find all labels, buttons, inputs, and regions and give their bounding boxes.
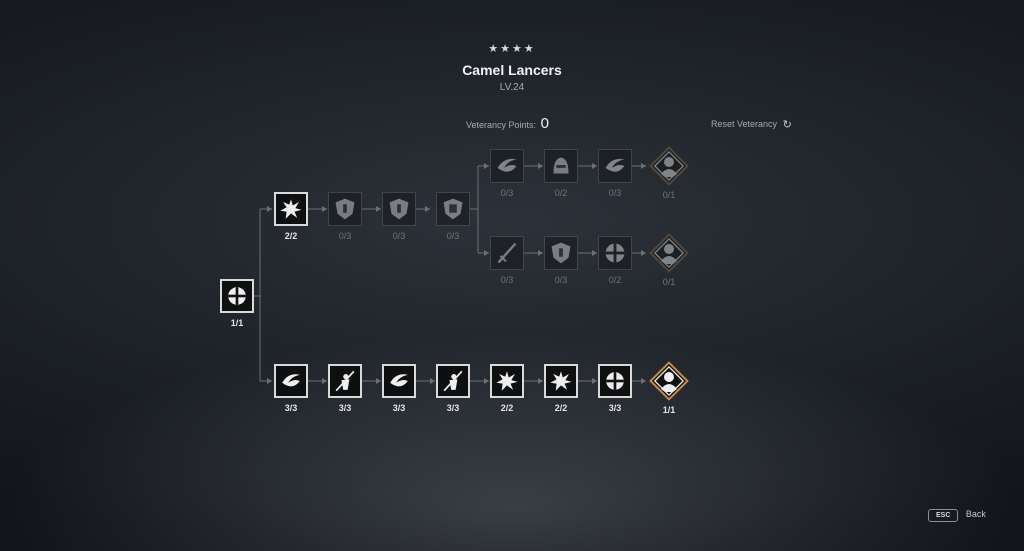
esc-key-icon: ESC <box>928 509 959 522</box>
upper-node-1[interactable] <box>274 192 308 226</box>
veterancy-points-label: Veterancy Points: <box>466 120 537 130</box>
upper-node-2-count: 0/3 <box>338 231 352 241</box>
lower-node-4[interactable] <box>436 364 470 398</box>
swirl-icon <box>384 366 414 396</box>
reset-veterancy-label: Reset Veterancy <box>711 119 778 129</box>
lower-node-5[interactable] <box>490 364 524 398</box>
shield-emblem-icon <box>383 193 415 225</box>
lower-node-2-count: 3/3 <box>338 403 352 413</box>
lower-node-3-count: 3/3 <box>392 403 406 413</box>
lower-node-7[interactable] <box>598 364 632 398</box>
branch-b-node-3[interactable] <box>598 236 632 270</box>
branch-b-node-3-count: 0/2 <box>608 275 622 285</box>
lower-node-7-count: 3/3 <box>608 403 622 413</box>
burst-icon <box>546 366 576 396</box>
upper-node-4[interactable] <box>436 192 470 226</box>
burst-icon <box>276 194 306 224</box>
upper-node-4-count: 0/3 <box>446 231 460 241</box>
lower-node-1[interactable] <box>274 364 308 398</box>
shield-emblem-icon <box>329 193 361 225</box>
branch-a-node-3[interactable] <box>598 149 632 183</box>
lower-node-2[interactable] <box>328 364 362 398</box>
back-button[interactable]: ESC Back <box>928 509 986 522</box>
branch-b-node-1[interactable] <box>490 236 524 270</box>
swirl-icon <box>491 150 523 182</box>
upper-node-2[interactable] <box>328 192 362 226</box>
cross-shield-icon <box>222 281 252 311</box>
helmet-icon <box>545 150 577 182</box>
swirl-icon <box>276 366 306 396</box>
branch-a-node-4-count: 0/1 <box>662 190 676 200</box>
lancer-icon <box>438 366 468 396</box>
back-label: Back <box>965 509 986 519</box>
swirl-icon <box>599 150 631 182</box>
unit-level: LV.24 <box>499 82 525 93</box>
elite-emblem-icon <box>647 144 691 188</box>
root-node-1[interactable] <box>220 279 254 313</box>
branch-b-node-4-count: 0/1 <box>662 277 676 287</box>
branch-a-node-1-count: 0/3 <box>500 188 514 198</box>
lancer-icon <box>330 366 360 396</box>
branch-a-node-3-count: 0/3 <box>608 188 622 198</box>
lower-node-4-count: 3/3 <box>446 403 460 413</box>
unit-name: Camel Lancers <box>462 62 562 78</box>
burst-icon <box>492 366 522 396</box>
lower-node-1-count: 3/3 <box>284 403 298 413</box>
reset-icon: ↻ <box>782 119 792 131</box>
elite-emblem-icon <box>647 359 691 403</box>
upper-node-1-count: 2/2 <box>284 231 298 241</box>
upper-node-3-count: 0/3 <box>392 231 406 241</box>
unit-rarity-stars: ★★★★ <box>488 43 536 55</box>
branch-b-node-4[interactable] <box>647 231 691 275</box>
branch-a-node-2[interactable] <box>544 149 578 183</box>
lower-node-5-count: 2/2 <box>500 403 514 413</box>
reset-veterancy-button[interactable]: Reset Veterancy ↻ <box>711 118 792 131</box>
lower-node-6[interactable] <box>544 364 578 398</box>
shield-emblem-icon <box>545 237 577 269</box>
upper-node-3[interactable] <box>382 192 416 226</box>
veterancy-points-value: 0 <box>540 115 549 132</box>
branch-b-node-2[interactable] <box>544 236 578 270</box>
spear-icon <box>491 237 523 269</box>
branch-b-node-2-count: 0/3 <box>554 275 568 285</box>
branch-a-node-1[interactable] <box>490 149 524 183</box>
cross-shield-icon <box>599 237 631 269</box>
branch-a-node-2-count: 0/2 <box>554 188 568 198</box>
lower-node-6-count: 2/2 <box>554 403 568 413</box>
root-node-1-count: 1/1 <box>230 318 244 328</box>
tower-icon <box>437 193 469 225</box>
lower-node-8[interactable] <box>647 359 691 403</box>
branch-b-node-1-count: 0/3 <box>500 275 514 285</box>
veterancy-points: Veterancy Points: 0 <box>466 115 549 132</box>
cross-shield-icon <box>600 366 630 396</box>
lower-node-3[interactable] <box>382 364 416 398</box>
elite-emblem-icon <box>647 231 691 275</box>
branch-a-node-4[interactable] <box>647 144 691 188</box>
lower-node-8-count: 1/1 <box>662 405 676 415</box>
